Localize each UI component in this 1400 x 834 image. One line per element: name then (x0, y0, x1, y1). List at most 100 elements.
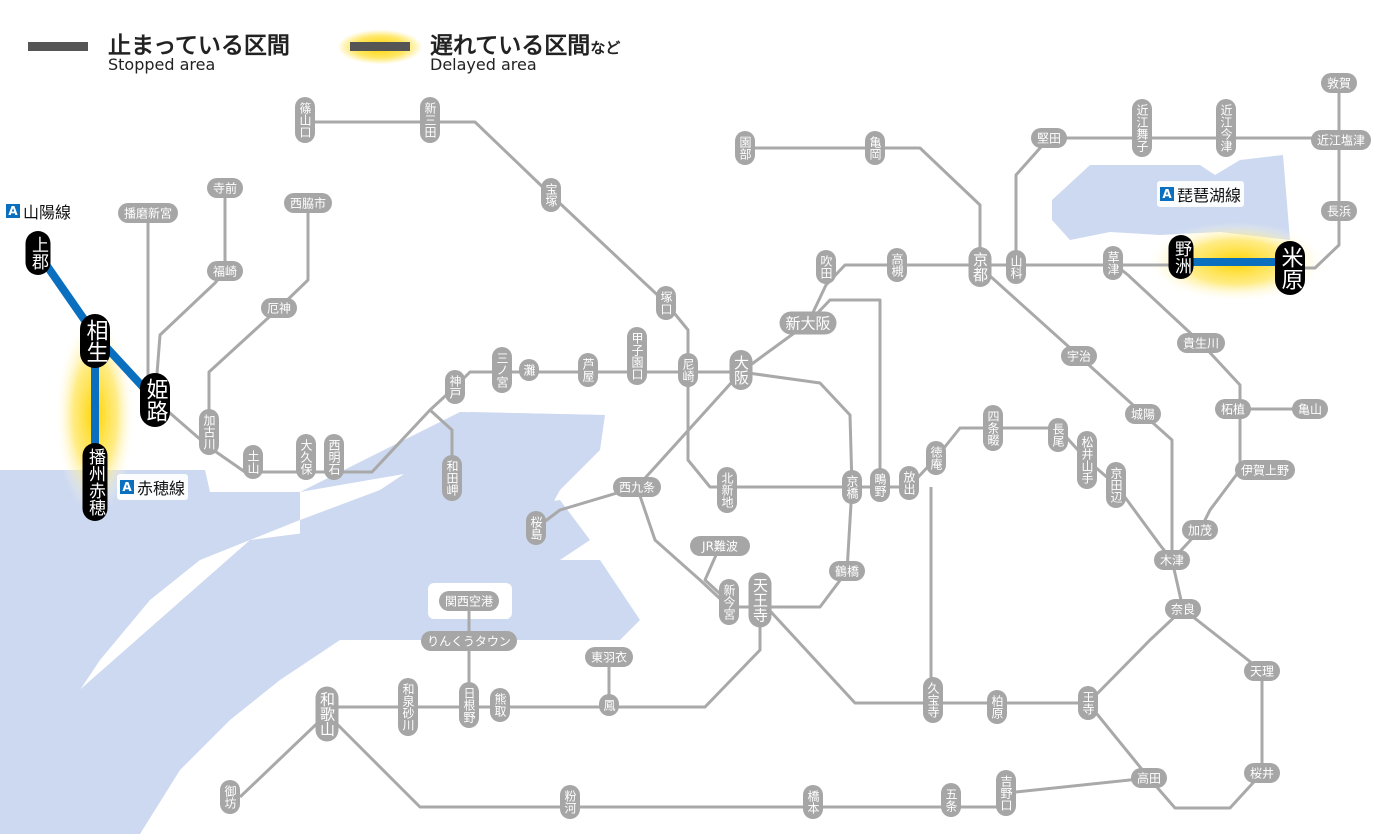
station-marker (207, 178, 243, 198)
station-name: 新今宮 (722, 583, 736, 620)
station-yamashina[interactable]: 山科 (1006, 250, 1026, 284)
station-shinosaka[interactable]: 新大阪 (779, 311, 837, 335)
station-okubo[interactable]: 大久保 (296, 434, 316, 480)
station-shinsanda[interactable]: 新三田 (420, 97, 440, 143)
station-tsukaguchi[interactable]: 塚口 (656, 286, 676, 320)
station-yasu[interactable]: 野洲 (1168, 235, 1194, 279)
station-wadamisaki[interactable]: 和田岬 (442, 455, 462, 501)
station-kobe[interactable]: 神戸 (445, 370, 465, 404)
station-marker (324, 434, 344, 480)
station-fukusaki[interactable]: 福崎 (207, 261, 243, 281)
rail-line (907, 426, 1174, 561)
station-sakurai[interactable]: 桜井 (1244, 763, 1280, 783)
station-rinku[interactable]: りんくうタウン (421, 631, 517, 651)
station-gojo[interactable]: 五条 (941, 783, 961, 817)
station-kameyama[interactable]: 亀山 (1292, 399, 1328, 419)
station-otori[interactable]: 鳳 (599, 694, 619, 716)
station-kusatsu[interactable]: 草津 (1103, 246, 1123, 280)
station-himeji[interactable]: 姫路 (140, 373, 170, 427)
station-kashiwara[interactable]: 柏原 (987, 690, 1007, 724)
station-tokuan[interactable]: 徳庵 (926, 441, 946, 475)
station-nagahama[interactable]: 長浜 (1321, 201, 1357, 221)
station-gobo[interactable]: 御坊 (220, 780, 240, 814)
station-igaueno[interactable]: 伊賀上野 (1235, 460, 1295, 480)
delayed-label-text: 遅れている区間 (430, 33, 591, 59)
station-kumatori[interactable]: 熊取 (490, 688, 510, 722)
station-kibukawa[interactable]: 貴生川 (1177, 333, 1225, 353)
station-kokawa[interactable]: 粉河 (560, 785, 580, 819)
station-higashihagoromo[interactable]: 東羽衣 (585, 647, 633, 667)
station-osaka[interactable]: 大阪 (729, 350, 753, 390)
station-aioi[interactable]: 相生 (80, 314, 110, 368)
station-amagasaki[interactable]: 尼崎 (678, 353, 698, 387)
station-name: 塚口 (659, 291, 673, 315)
station-jrnamba[interactable]: JR難波 (690, 536, 750, 556)
station-wakayama[interactable]: 和歌山 (315, 686, 339, 742)
station-uji[interactable]: 宇治 (1061, 346, 1097, 366)
station-name: 園部 (738, 136, 752, 160)
station-marker (1165, 599, 1201, 619)
station-banshuako[interactable]: 播州赤穂 (82, 443, 108, 521)
station-kanku[interactable]: 関西空港 (439, 591, 499, 611)
station-takada[interactable]: 高田 (1131, 768, 1167, 788)
station-hineno[interactable]: 日根野 (459, 682, 479, 728)
station-nishikujo[interactable]: 西九条 (613, 477, 661, 497)
station-sakurajima[interactable]: 桜島 (526, 511, 546, 545)
station-nara[interactable]: 奈良 (1165, 599, 1201, 619)
station-omishiotsu[interactable]: 近江塩津 (1311, 130, 1371, 150)
station-kakogawa[interactable]: 加古川 (199, 409, 219, 455)
station-kyuhoji[interactable]: 久宝寺 (923, 677, 943, 723)
station-koshienguchi[interactable]: 甲子園口 (627, 327, 647, 385)
station-marker (923, 677, 943, 723)
station-yoshinoguchi[interactable]: 吉野口 (996, 770, 1016, 816)
station-kitashinchi[interactable]: 北新地 (717, 467, 737, 513)
station-kamigori[interactable]: 上郡 (25, 231, 51, 275)
station-katata[interactable]: 堅田 (1031, 128, 1067, 148)
station-maibara[interactable]: 米原 (1275, 241, 1305, 295)
station-takarazuka[interactable]: 宝塚 (541, 178, 561, 212)
station-yakujin[interactable]: 厄神 (261, 298, 297, 318)
station-kamo[interactable]: 加茂 (1182, 520, 1218, 540)
station-tsuruhashi[interactable]: 鶴橋 (829, 561, 865, 581)
station-matsuiyamate[interactable]: 松井山手 (1077, 431, 1097, 489)
station-shijonawate[interactable]: 四条畷 (983, 405, 1003, 451)
station-nada[interactable]: 灘 (519, 359, 539, 381)
station-kizu[interactable]: 木津 (1154, 550, 1190, 570)
station-omiimazu[interactable]: 近江今津 (1216, 99, 1236, 157)
station-omimaiko[interactable]: 近江舞子 (1132, 99, 1152, 157)
station-sonobe[interactable]: 園部 (735, 131, 755, 165)
station-kameoka[interactable]: 亀岡 (865, 131, 885, 165)
station-suita[interactable]: 吹田 (816, 250, 836, 284)
station-shinimamiya[interactable]: 新今宮 (719, 579, 739, 625)
station-tennoji[interactable]: 天王寺 (748, 572, 772, 628)
station-oji[interactable]: 王寺 (1078, 686, 1098, 720)
station-hashimoto[interactable]: 橋本 (803, 785, 823, 819)
station-nagao[interactable]: 長尾 (1048, 418, 1068, 452)
station-name: 東羽衣 (591, 650, 627, 665)
station-joyo[interactable]: 城陽 (1125, 404, 1161, 424)
station-ashiya[interactable]: 芦屋 (578, 353, 598, 387)
station-takatsuki[interactable]: 高槻 (887, 248, 907, 282)
station-marker (295, 97, 315, 143)
station-marker (1182, 520, 1218, 540)
station-nishiwakishi[interactable]: 西脇市 (284, 193, 332, 213)
station-sannomiya[interactable]: 三ノ宮 (492, 347, 512, 393)
station-kyoto[interactable]: 京都 (968, 247, 992, 287)
station-tsuge[interactable]: 柘植 (1215, 399, 1251, 419)
station-marker (1311, 130, 1371, 150)
station-hanaten[interactable]: 放出 (899, 466, 919, 500)
station-harimashingu[interactable]: 播磨新宮 (118, 203, 178, 223)
station-tsuruga[interactable]: 敦賀 (1321, 73, 1357, 93)
station-tenri[interactable]: 天理 (1244, 661, 1280, 681)
station-nishiakashi[interactable]: 西明石 (324, 434, 344, 480)
station-kyotanabe[interactable]: 京田辺 (1106, 462, 1126, 508)
station-sasayamaguchi[interactable]: 篠山口 (295, 97, 315, 143)
station-teramae[interactable]: 寺前 (207, 178, 243, 198)
station-dobo[interactable]: 土山 (243, 445, 263, 479)
station-kyobashi[interactable]: 京橋 (842, 470, 862, 504)
station-izumisunagawa[interactable]: 和泉砂川 (398, 678, 418, 736)
station-shigino[interactable]: 鴫野 (870, 468, 890, 502)
